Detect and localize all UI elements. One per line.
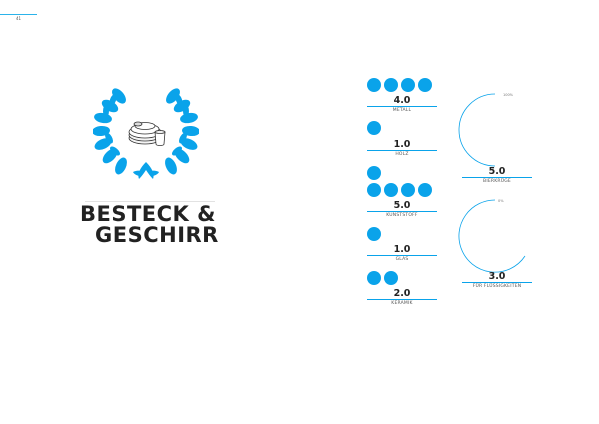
title-divider [85, 201, 215, 202]
rating-dot [418, 78, 432, 92]
stat-label: GLAS [395, 257, 409, 262]
rating-dots [367, 271, 398, 285]
page-title: BESTECK & GESCHIRR [80, 204, 240, 246]
arc-label: FÜR FLÜSSIGKEITEN [472, 284, 522, 289]
arc-label: BIERKRÜGE [483, 179, 511, 184]
stat-value: 5.0 [393, 200, 411, 211]
rating-dot [367, 166, 381, 180]
rating-dot [367, 121, 381, 135]
stat-value: 1.0 [393, 139, 411, 150]
title-line-2: GESCHIRR [95, 223, 219, 247]
stat-underline [367, 150, 437, 151]
rating-dot [367, 183, 381, 197]
top-accent-line [0, 14, 37, 15]
rating-dots [367, 227, 381, 241]
arc-tick-label: 100% [503, 93, 514, 97]
rating-dot [367, 227, 381, 241]
stat-label: KUNSTSTOFF [386, 213, 418, 218]
rating-dot [401, 78, 415, 92]
arc-value: 5.0 [488, 166, 506, 177]
rating-dot [367, 78, 381, 92]
stat-underline [367, 299, 437, 300]
laurel-wreath-icon [93, 88, 199, 179]
rating-dot [418, 183, 432, 197]
rating-dots [367, 78, 432, 92]
rating-dot [384, 271, 398, 285]
stat-label: HOLZ [395, 152, 409, 157]
stat-underline [367, 211, 437, 212]
title-line-1: BESTECK & [80, 202, 216, 226]
arc-value: 3.0 [488, 271, 506, 282]
arc-gauge-icon: 0% [458, 199, 526, 273]
rating-dots-extra [367, 166, 381, 180]
stat-value: 1.0 [393, 244, 411, 255]
page-number: 41 [16, 16, 22, 21]
stacked-plates-and-cup-icon [128, 121, 166, 146]
arc-gauge-icon: 100% [458, 93, 514, 167]
arc-tick-label: 0% [498, 199, 504, 203]
stat-underline [367, 106, 437, 107]
stat-label: KERAMIK [391, 301, 413, 306]
stat-value: 4.0 [393, 95, 411, 106]
arc-underline [462, 177, 532, 178]
stat-label: METALL [392, 108, 412, 113]
rating-dots [367, 121, 381, 135]
arc-underline [462, 282, 532, 283]
stat-value: 2.0 [393, 288, 411, 299]
rating-dots [367, 183, 432, 197]
rating-dot [401, 183, 415, 197]
rating-dot [384, 78, 398, 92]
rating-dot [384, 183, 398, 197]
stat-underline [367, 255, 437, 256]
rating-dot [367, 271, 381, 285]
